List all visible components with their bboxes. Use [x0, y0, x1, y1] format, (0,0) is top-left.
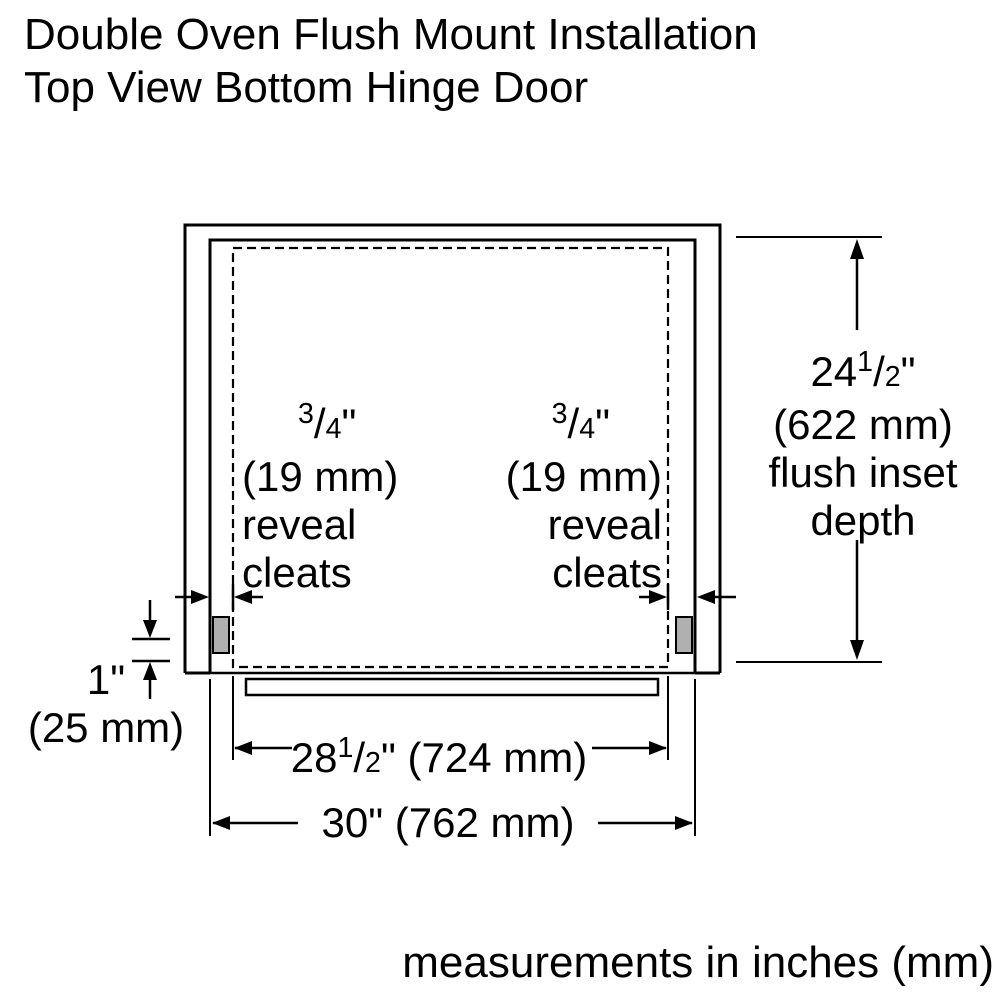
left-reveal-dimension [175, 584, 263, 610]
cutout-width-frac-num: 1 [337, 732, 354, 764]
right-reveal-frac-slash: / [567, 400, 580, 447]
depth-frac-num: 1 [857, 346, 874, 378]
cleat-setback-mm: (25 mm) [27, 704, 185, 751]
right-reveal-mm: (19 mm) [505, 453, 662, 500]
opening-width-dimension [212, 816, 693, 830]
opening-width-extension-lines [209, 679, 696, 836]
right-cleat [675, 616, 693, 654]
depth-desc-1: flush inset [768, 449, 958, 496]
right-reveal-arrow-right [649, 590, 667, 604]
cabinet-walls [183, 223, 722, 675]
title-line-1: Double Oven Flush Mount Installation [24, 10, 758, 59]
depth-whole: 24 [810, 348, 858, 395]
cutout-width-arrow-left [234, 741, 252, 755]
right-reveal-frac-num: 3 [551, 398, 568, 430]
depth-arrow-up [850, 239, 864, 259]
left-reveal-frac-slash: / [313, 400, 326, 447]
cutout-width-frac-den: 2 [365, 747, 381, 779]
right-reveal-inch-mark: " [595, 400, 610, 447]
depth-extension-lines [736, 236, 882, 663]
right-reveal-dimension [639, 584, 736, 610]
right-reveal-desc-2: cleats [552, 549, 662, 596]
left-cleat [212, 616, 230, 654]
cutout-width-dimension [234, 741, 667, 755]
left-reveal-label: 3/4" (19 mm) reveal cleats [242, 390, 398, 597]
opening-width-arrow-right [675, 816, 693, 830]
measurement-units-note: measurements in inches (mm) [402, 938, 994, 987]
left-reveal-value: 3/4" [242, 390, 398, 453]
cutout-width-arrow-right [649, 741, 667, 755]
right-reveal-desc-1: reveal [547, 501, 662, 548]
cutout-width-extension-lines [232, 676, 669, 760]
cleat-setback-label: 1" (25 mm) [12, 656, 200, 752]
opening-width-label: 30" (762 mm) [321, 799, 575, 846]
flush-inset-depth-dimension [736, 236, 882, 663]
depth-value: 241/2" [746, 338, 980, 401]
right-reveal-label: 3/4" (19 mm) reveal cleats [468, 390, 662, 597]
cutout-width-whole: 28 [290, 734, 338, 781]
right-reveal-arrow-left [697, 590, 715, 604]
left-reveal-frac-num: 3 [298, 398, 314, 430]
flush-inset-depth-label: 241/2" (622 mm) flush inset depth [746, 338, 980, 545]
one-inch-arrow-down [143, 620, 157, 638]
depth-inch-mark: " [900, 348, 916, 395]
oven-door-front [244, 677, 660, 697]
left-reveal-mm: (19 mm) [242, 453, 399, 500]
diagram-title: Double Oven Flush Mount Installation Top… [24, 8, 758, 114]
depth-frac-slash: / [873, 348, 885, 395]
left-reveal-inch-mark: " [341, 400, 357, 447]
one-inch-arrow-up [143, 662, 157, 680]
right-reveal-value: 3/4" [468, 390, 662, 453]
left-reveal-arrow-right [191, 590, 209, 604]
left-reveal-arrow-left [234, 590, 252, 604]
cabinet-outer-wall-line [183, 223, 722, 673]
cabinet-inner-wall-line [208, 238, 697, 673]
depth-arrow-down [850, 640, 864, 660]
depth-mm: (622 mm) [773, 401, 953, 448]
extension-lines [209, 676, 696, 836]
cleat-setback-value: 1" [86, 656, 126, 703]
cutout-width-suffix: " (724 mm) [380, 734, 588, 781]
one-inch-ticks [132, 637, 170, 663]
left-reveal-desc-1: reveal [242, 501, 357, 548]
cutout-dashed-outline [231, 246, 670, 669]
left-reveal-frac-den: 4 [325, 413, 342, 445]
depth-desc-2: depth [810, 497, 916, 544]
one-inch-dimension [132, 600, 170, 699]
opening-width-arrow-left [212, 816, 230, 830]
cutout-width-label: 281/2" (724 mm) [284, 724, 594, 787]
depth-frac-den: 2 [884, 361, 901, 393]
cutout-width-frac-slash: / [353, 734, 366, 781]
right-reveal-frac-den: 4 [579, 413, 596, 445]
left-reveal-desc-2: cleats [242, 549, 352, 596]
title-line-2: Top View Bottom Hinge Door [24, 63, 589, 112]
